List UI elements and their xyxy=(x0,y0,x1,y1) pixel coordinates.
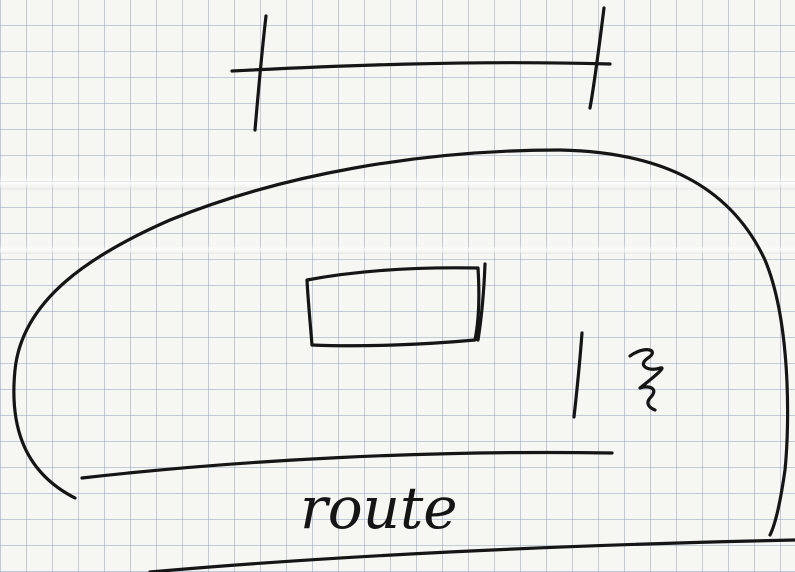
road-line-lower xyxy=(150,540,795,572)
box-shape xyxy=(307,268,479,346)
top-segment-line xyxy=(232,63,610,71)
spring-symbol xyxy=(630,350,662,410)
top-segment-right-tick xyxy=(590,8,604,108)
vertical-mark xyxy=(574,333,582,417)
road-label: route xyxy=(300,474,458,542)
top-segment-left-tick xyxy=(255,16,266,130)
